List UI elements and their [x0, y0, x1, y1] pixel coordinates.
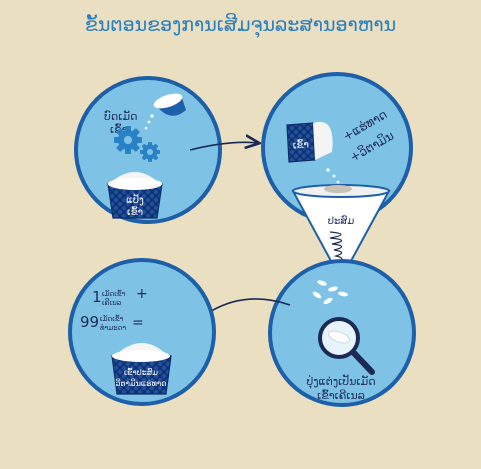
rice-kernels	[312, 280, 348, 305]
ratio-equals: =	[132, 315, 144, 331]
ratio-kernel-label-bottom: ເຄີເນລ	[102, 298, 122, 307]
step-4-ratio: 1 ເມັດເຂົ້າ ເຄີເນລ + 99 ເມັດເຂົ້າ ທໍາມະດ…	[68, 258, 216, 406]
step-3-label-line2: ເຂົ້າເຄີເນລ	[317, 389, 365, 402]
fortified-basket-label-line2: ວິຕາມິນແຮ່ທາດ	[115, 378, 166, 388]
gear-icon-small	[140, 142, 160, 162]
ratio-kernel-count: 1	[92, 288, 102, 306]
step-1-grind: ບົດເມັດ ເຂົ້າ	[74, 76, 222, 224]
mixing-spiral-icon	[329, 231, 343, 263]
diagram-title: ຂັ້ນຕອນຂອງການເສີມຈຸນລະສານອາຫານ	[84, 14, 397, 36]
flour-basket-label-line2: ເຂົ້າ	[127, 205, 143, 218]
flour-basket-label-line1: ແປ້ງ	[126, 193, 144, 206]
flour-basket: ແປ້ງ ເຂົ້າ	[107, 172, 163, 219]
ratio-normal-label-top: ເມັດເຂົ້າ	[100, 314, 124, 323]
fortified-rice-basket: ເຂົ້າປະສົມ ວິຕາມິນແຮ່ທາດ	[111, 343, 172, 395]
ratio-normal-label-bottom: ທໍາມະດາ	[100, 324, 126, 332]
step-3-label-line1: ປຸ່ງແຕ່ງເປັນເມັດ	[306, 374, 375, 389]
ratio-normal-count: 99	[80, 313, 99, 331]
ratio-plus: +	[136, 286, 148, 302]
rice-tub-label: ເຂົ້າ	[292, 137, 309, 151]
ratio-kernel-label-top: ເມັດເຂົ້າ	[102, 289, 126, 298]
gear-icon-large	[114, 126, 142, 154]
arrow-step1-to-step2	[189, 142, 258, 151]
step-1-label-line1: ບົດເມັດ	[104, 110, 138, 123]
fortified-basket-label-line1: ເຂົ້າປະສົມ	[124, 367, 158, 377]
step-3-kernel: ປຸ່ງແຕ່ງເປັນເມັດ ເຂົ້າເຄີເນລ	[268, 259, 416, 407]
bowl-icon	[144, 93, 186, 130]
mixing-funnel-label: ປະສົມ	[328, 214, 355, 227]
step-4-circle	[68, 258, 216, 406]
magnifier-icon	[318, 317, 375, 375]
mixing-funnel: ປະສົມ	[291, 184, 391, 273]
step-2-fortify: ເຂົ້າ +ແຮ່ທາດ +ວິຕາມິນ	[261, 72, 413, 224]
rice-tub: ເຂົ້າ	[286, 121, 345, 190]
